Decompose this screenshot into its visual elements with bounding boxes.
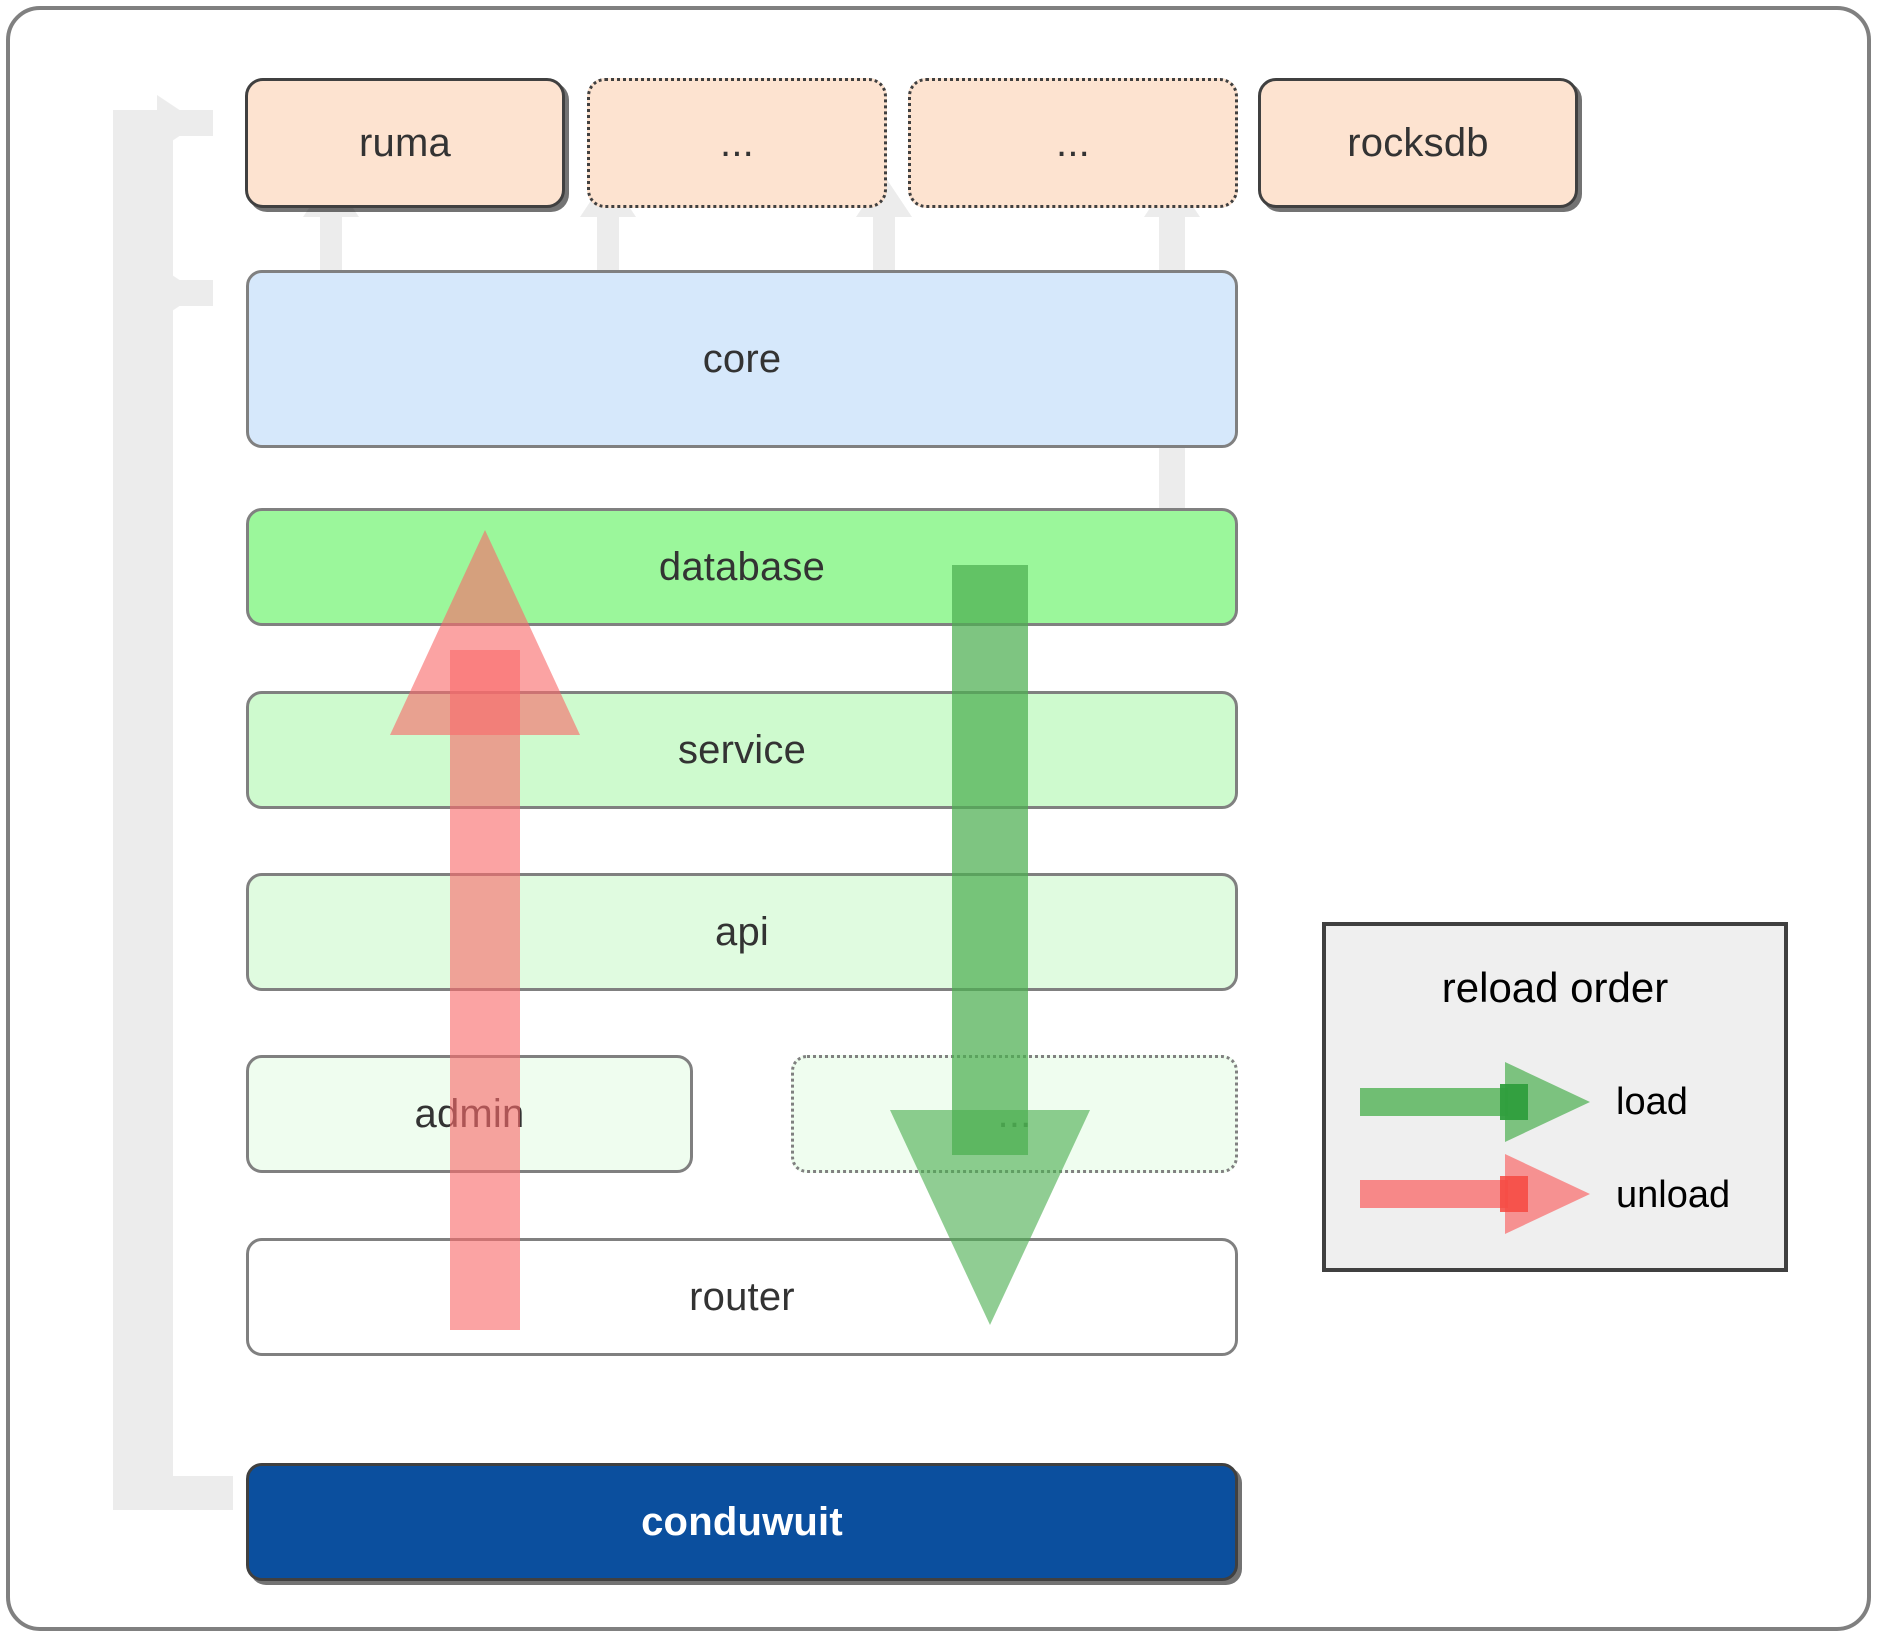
legend-title: reload order	[1441, 964, 1669, 1011]
node-conduwuit[interactable]: conduwuit	[246, 1463, 1238, 1581]
connector-left-bottom-horizontal	[113, 1476, 233, 1510]
node-external-dots-2[interactable]: ...	[908, 78, 1238, 208]
connector-left-vertical-main	[113, 110, 147, 1510]
diagram-frame	[6, 6, 1871, 1631]
connector-core-to-ruma	[320, 215, 342, 275]
node-admin[interactable]: admin	[246, 1055, 693, 1173]
legend-unload-arrow-icon	[1360, 1154, 1590, 1234]
node-external-dots-1[interactable]: ...	[587, 78, 887, 208]
node-stack-dots-label: ...	[997, 1091, 1032, 1136]
node-rocksdb[interactable]: rocksdb	[1258, 78, 1578, 208]
node-ruma[interactable]: ruma	[245, 78, 565, 208]
node-service-label: service	[677, 727, 807, 772]
connector-core-to-dots2	[873, 215, 895, 275]
legend-panel: reload order load unload	[1322, 922, 1788, 1272]
legend-unload-label: unload	[1616, 1174, 1731, 1216]
node-service[interactable]: service	[246, 691, 1238, 809]
node-core[interactable]: core	[246, 270, 1238, 448]
node-core-label: core	[702, 336, 782, 381]
legend-load-label: load	[1616, 1081, 1688, 1123]
legend-load-arrow-icon	[1360, 1062, 1590, 1142]
node-router-label: router	[689, 1274, 795, 1319]
node-ruma-label: ruma	[359, 120, 451, 165]
node-external-dots-2-label: ...	[1056, 120, 1090, 165]
node-api[interactable]: api	[246, 873, 1238, 991]
connector-arrow-to-core-icon	[157, 265, 199, 321]
connector-branch-vertical-core	[147, 136, 173, 1476]
node-rocksdb-label: rocksdb	[1347, 120, 1489, 165]
connector-core-to-dots1	[597, 215, 619, 275]
node-external-dots-1-label: ...	[720, 120, 754, 165]
node-api-label: api	[715, 909, 769, 954]
node-admin-label: admin	[414, 1091, 525, 1136]
node-stack-dots[interactable]: ...	[791, 1055, 1238, 1173]
node-router[interactable]: router	[246, 1238, 1238, 1356]
node-database-label: database	[658, 544, 826, 589]
node-conduwuit-label: conduwuit	[641, 1499, 843, 1544]
node-database[interactable]: database	[246, 508, 1238, 626]
